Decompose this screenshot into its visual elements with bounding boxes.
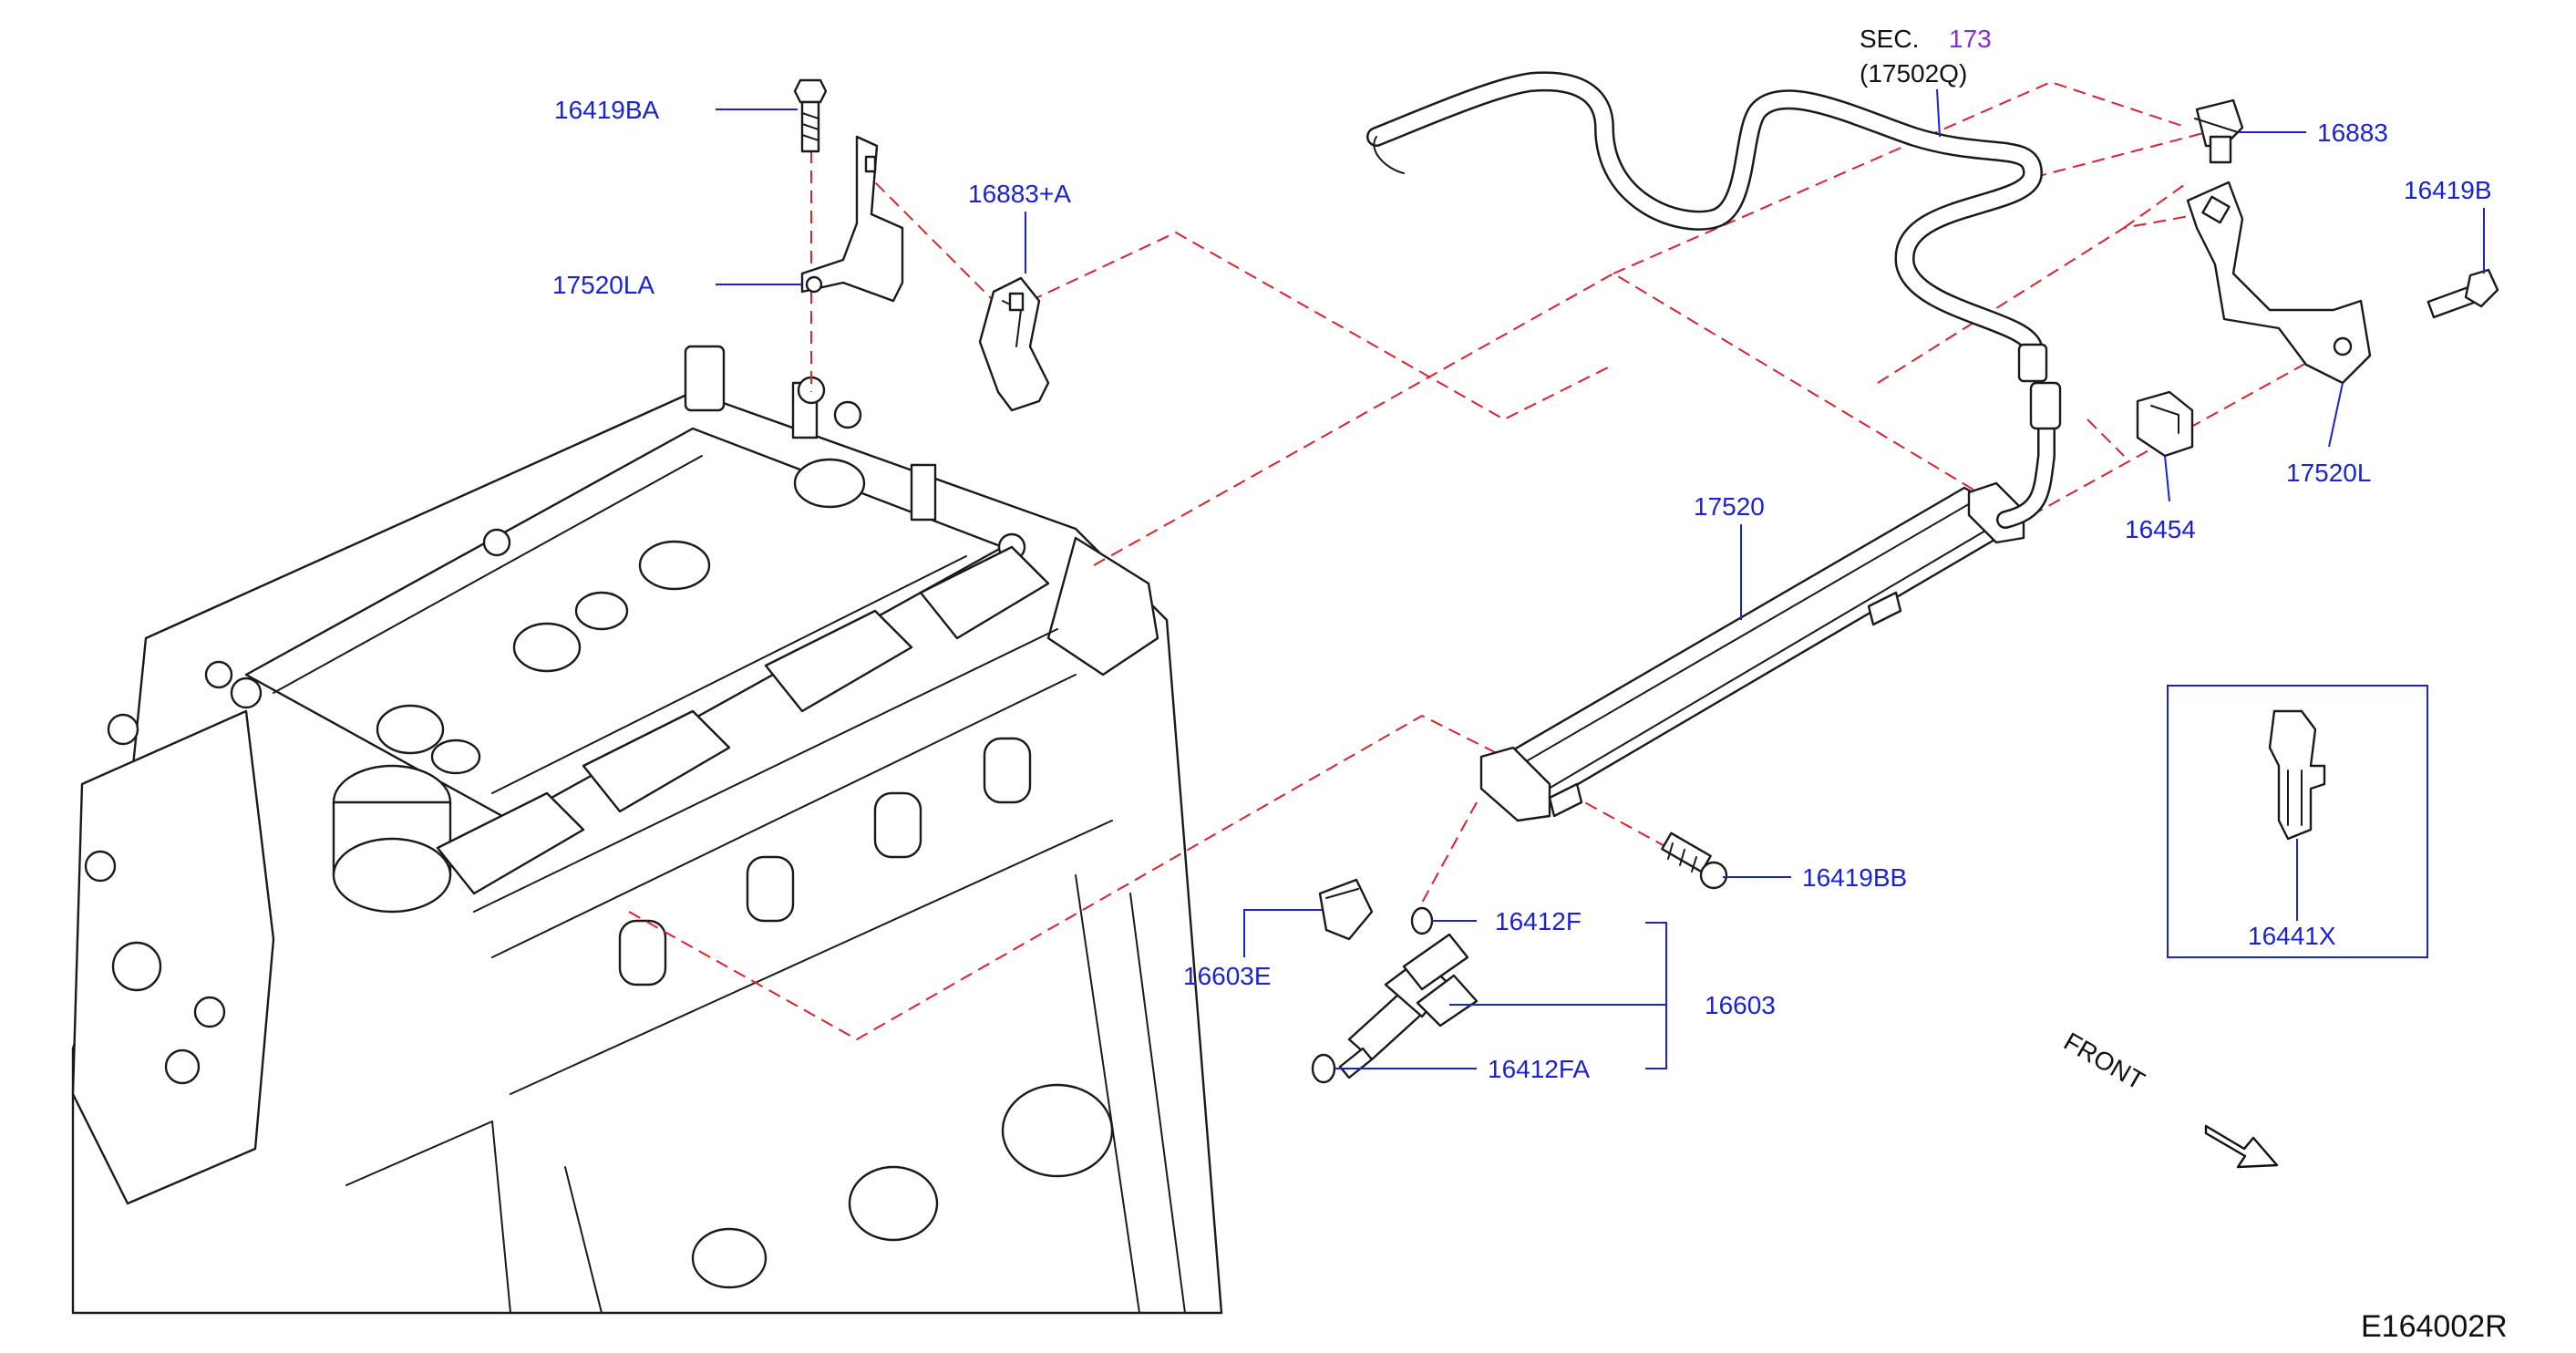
label-17502q: (17502Q) bbox=[1860, 59, 1967, 88]
label-16603: 16603 bbox=[1705, 991, 1776, 1019]
connector-16603e bbox=[1318, 878, 1374, 941]
leader-lines bbox=[716, 88, 2485, 1069]
label-16454: 16454 bbox=[2125, 515, 2196, 543]
label-front: FRONT bbox=[2059, 1027, 2149, 1095]
part-labels: 16419BA 17520LA 16883+A SEC. 173 (17502Q… bbox=[552, 25, 2508, 1344]
label-16419b: 16419B bbox=[2404, 176, 2492, 204]
clip-16883 bbox=[2194, 98, 2244, 164]
clip-16883a bbox=[978, 276, 1050, 412]
inset-box-16441x bbox=[2167, 685, 2428, 958]
label-16603e: 16603E bbox=[1183, 962, 1272, 990]
label-16419ba: 16419BA bbox=[554, 96, 660, 124]
front-arrow-icon bbox=[2204, 1124, 2279, 1169]
clip-16454 bbox=[2136, 390, 2194, 458]
diagram-code: E164002R bbox=[2361, 1309, 2508, 1344]
injector-16603 bbox=[1338, 933, 1479, 1079]
bolt-16419ba bbox=[793, 78, 828, 153]
link-sec-173[interactable]: 173 bbox=[1949, 25, 1992, 53]
label-sec-prefix: SEC. bbox=[1860, 25, 1919, 53]
engine-block-illustration bbox=[71, 345, 1223, 1315]
fuel-hose-17502q bbox=[1366, 71, 2048, 383]
label-16883: 16883 bbox=[2317, 119, 2388, 147]
fuel-rail-17520 bbox=[1479, 381, 2062, 822]
o-ring-16412f bbox=[1410, 906, 1434, 935]
o-ring-16412fa bbox=[1311, 1053, 1336, 1084]
label-16441x: 16441X bbox=[2248, 922, 2336, 950]
label-17520: 17520 bbox=[1694, 492, 1765, 521]
bolt-16419b bbox=[2427, 268, 2499, 319]
label-17520la: 17520LA bbox=[552, 271, 654, 299]
label-16419bb: 16419BB bbox=[1802, 863, 1907, 892]
label-16412fa: 16412FA bbox=[1488, 1055, 1590, 1083]
bracket-17520la bbox=[800, 135, 904, 303]
label-17520l: 17520L bbox=[2286, 459, 2371, 487]
label-16883a: 16883+A bbox=[968, 180, 1071, 208]
bolt-16419bb bbox=[1661, 831, 1728, 890]
bracket-17520l bbox=[2186, 181, 2372, 385]
label-16412f: 16412F bbox=[1495, 907, 1582, 935]
